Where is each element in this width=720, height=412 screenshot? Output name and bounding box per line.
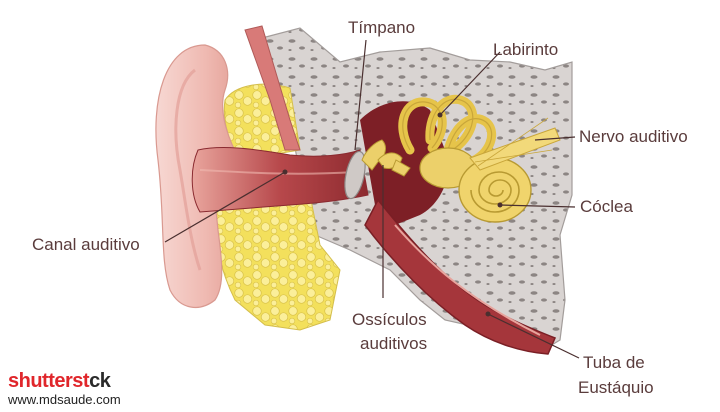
eardrum bbox=[344, 150, 366, 200]
ossicles bbox=[361, 139, 411, 177]
muscle-strip bbox=[244, 25, 301, 151]
label-canal-auditivo: Canal auditivo bbox=[32, 235, 140, 254]
auditory-nerve bbox=[469, 117, 561, 171]
cochlea bbox=[458, 157, 532, 223]
label-tuba-2: Eustáquio bbox=[578, 378, 654, 397]
label-ossiculos-2: auditivos bbox=[360, 334, 427, 353]
label-timpano: Tímpano bbox=[348, 18, 415, 37]
label-tuba-1: Tuba de bbox=[583, 353, 645, 372]
label-nervo-auditivo: Nervo auditivo bbox=[579, 127, 688, 146]
website-url: www.mdsaude.com bbox=[8, 392, 121, 407]
watermark: shutterstck www.mdsaude.com bbox=[8, 370, 121, 408]
shutterstock-logo: shutterstck bbox=[8, 370, 111, 392]
label-labirinto: Labirinto bbox=[493, 40, 558, 59]
label-ossiculos-1: Ossículos bbox=[352, 310, 427, 329]
ear-canal bbox=[191, 147, 369, 213]
leader-lines bbox=[164, 39, 580, 359]
label-coclea: Cóclea bbox=[580, 197, 633, 216]
